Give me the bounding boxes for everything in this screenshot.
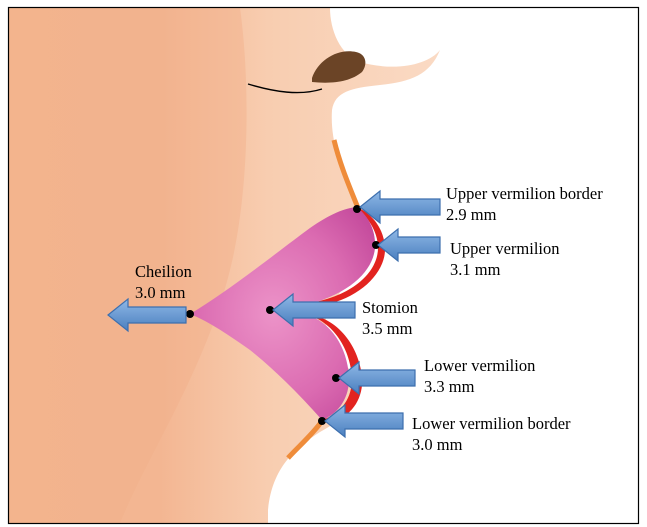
label-upper-vermilion-border: Upper vermilion border 2.9 mm [446,183,603,225]
label-value: 3.0 mm [135,282,192,303]
label-stomion: Stomion 3.5 mm [362,297,418,339]
label-name: Upper vermilion border [446,183,603,204]
label-name: Stomion [362,297,418,318]
point-upper-vermilion-border [353,205,361,213]
arrow-upper-vermilion [378,229,440,261]
point-cheilion [186,310,194,318]
label-name: Upper vermilion [450,238,560,259]
label-value: 3.3 mm [424,376,535,397]
label-lower-vermilion-border: Lower vermilion border 3.0 mm [412,413,571,455]
label-value: 3.1 mm [450,259,560,280]
label-name: Cheilion [135,261,192,282]
label-name: Lower vermilion [424,355,535,376]
label-cheilion: Cheilion 3.0 mm [135,261,192,303]
label-lower-vermilion: Lower vermilion 3.3 mm [424,355,535,397]
label-value: 3.0 mm [412,434,571,455]
label-upper-vermilion: Upper vermilion 3.1 mm [450,238,560,280]
label-name: Lower vermilion border [412,413,571,434]
label-value: 3.5 mm [362,318,418,339]
label-value: 2.9 mm [446,204,603,225]
